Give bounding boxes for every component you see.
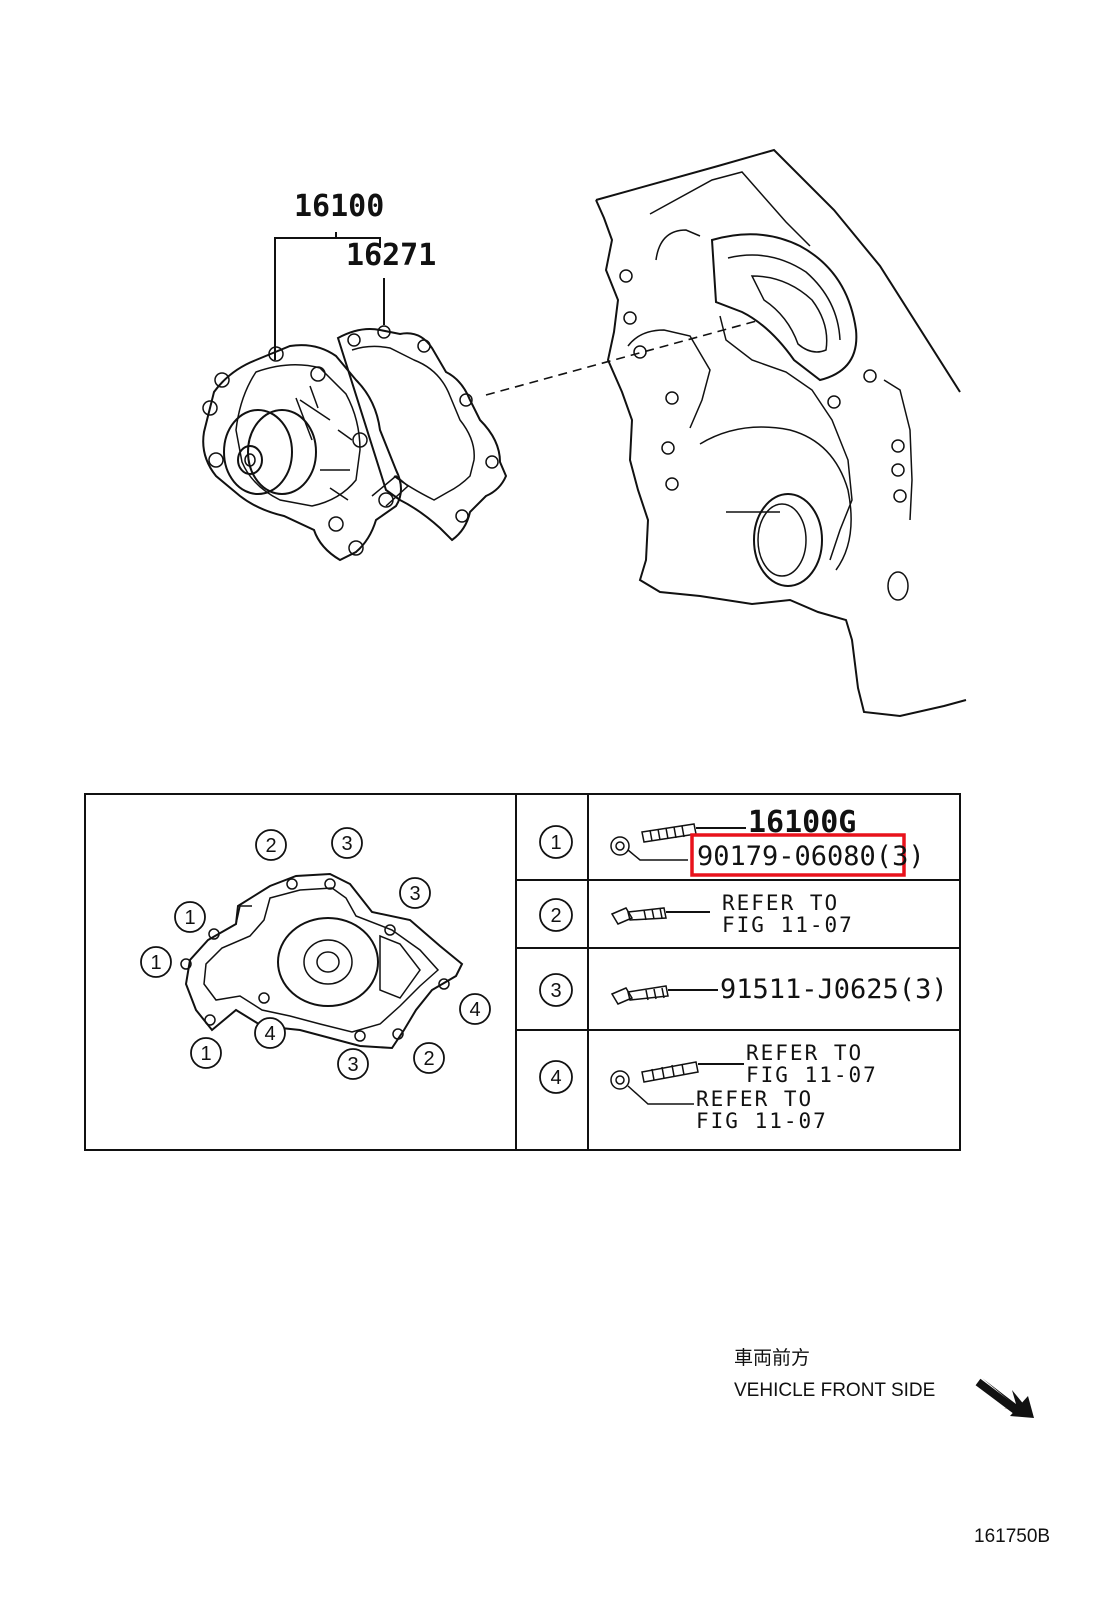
leader-16100 <box>274 237 381 360</box>
bolt-marker-4-right: 4 <box>459 993 491 1025</box>
bolt-marker-4-bottom-center: 4 <box>254 1017 286 1049</box>
vehicle-front-side-en: VEHICLE FRONT SIDE <box>734 1380 935 1401</box>
bolt-marker-2-bottom-right: 2 <box>413 1042 445 1074</box>
row-2-index: 2 <box>539 898 573 932</box>
row-1-index: 1 <box>539 825 573 859</box>
svg-text:4: 4 <box>264 1023 275 1045</box>
part-number-90179-06080: 90179-06080(3) <box>697 841 925 872</box>
bolt-table <box>84 793 961 1151</box>
svg-text:1: 1 <box>200 1043 211 1065</box>
row-1-hardware <box>610 823 746 861</box>
highlight-box <box>690 833 906 877</box>
bolt-marker-1-bottom-left: 1 <box>190 1037 222 1069</box>
row-4-hardware <box>610 1061 744 1105</box>
svg-text:4: 4 <box>550 1067 561 1089</box>
alignment-line <box>485 319 761 396</box>
engine-block-drawing <box>595 148 967 718</box>
row-2-hardware <box>610 907 710 925</box>
svg-text:3: 3 <box>409 883 420 905</box>
svg-text:2: 2 <box>550 905 561 927</box>
bolt-marker-3-top: 3 <box>331 827 363 859</box>
svg-text:3: 3 <box>550 980 561 1002</box>
svg-text:4: 4 <box>469 999 480 1021</box>
callout-16271: 16271 <box>346 238 436 273</box>
row-4-refer-a-line2: FIG 11-07 <box>746 1063 878 1087</box>
bolt-marker-3-top-right: 3 <box>399 877 431 909</box>
row-4-refer-b-line2: FIG 11-07 <box>696 1109 828 1133</box>
bolt-marker-1-left-upper: 1 <box>174 901 206 933</box>
svg-text:2: 2 <box>423 1048 434 1070</box>
row-4-index: 4 <box>539 1060 573 1094</box>
svg-text:1: 1 <box>150 952 161 974</box>
svg-text:1: 1 <box>550 832 561 854</box>
arrow-down-right-icon <box>975 1378 1034 1418</box>
row-2-refer-line1: REFER TO <box>722 891 839 915</box>
bolt-marker-2-top-left: 2 <box>255 829 287 861</box>
bolt-marker-1-left: 1 <box>140 946 172 978</box>
svg-text:3: 3 <box>341 833 352 855</box>
row-3-hardware <box>610 985 718 1005</box>
vehicle-front-side-jp: 車両前方 <box>734 1347 810 1369</box>
row-4-refer-a-line1: REFER TO <box>746 1041 863 1065</box>
row-2-refer-line2: FIG 11-07 <box>722 913 854 937</box>
svg-text:1: 1 <box>184 907 195 929</box>
svg-text:3: 3 <box>347 1054 358 1076</box>
svg-text:2: 2 <box>265 835 276 857</box>
water-pump-drawing <box>202 325 508 562</box>
row-3-index: 3 <box>539 973 573 1007</box>
bolt-location-map <box>180 872 464 1050</box>
row-4-refer-b-line1: REFER TO <box>696 1087 813 1111</box>
part-number-91511-J0625: 91511-J0625(3) <box>720 974 948 1005</box>
bolt-marker-3-bottom: 3 <box>337 1048 369 1080</box>
figure-id: 161750B <box>974 1526 1050 1547</box>
callout-16100: 16100 <box>294 189 384 224</box>
